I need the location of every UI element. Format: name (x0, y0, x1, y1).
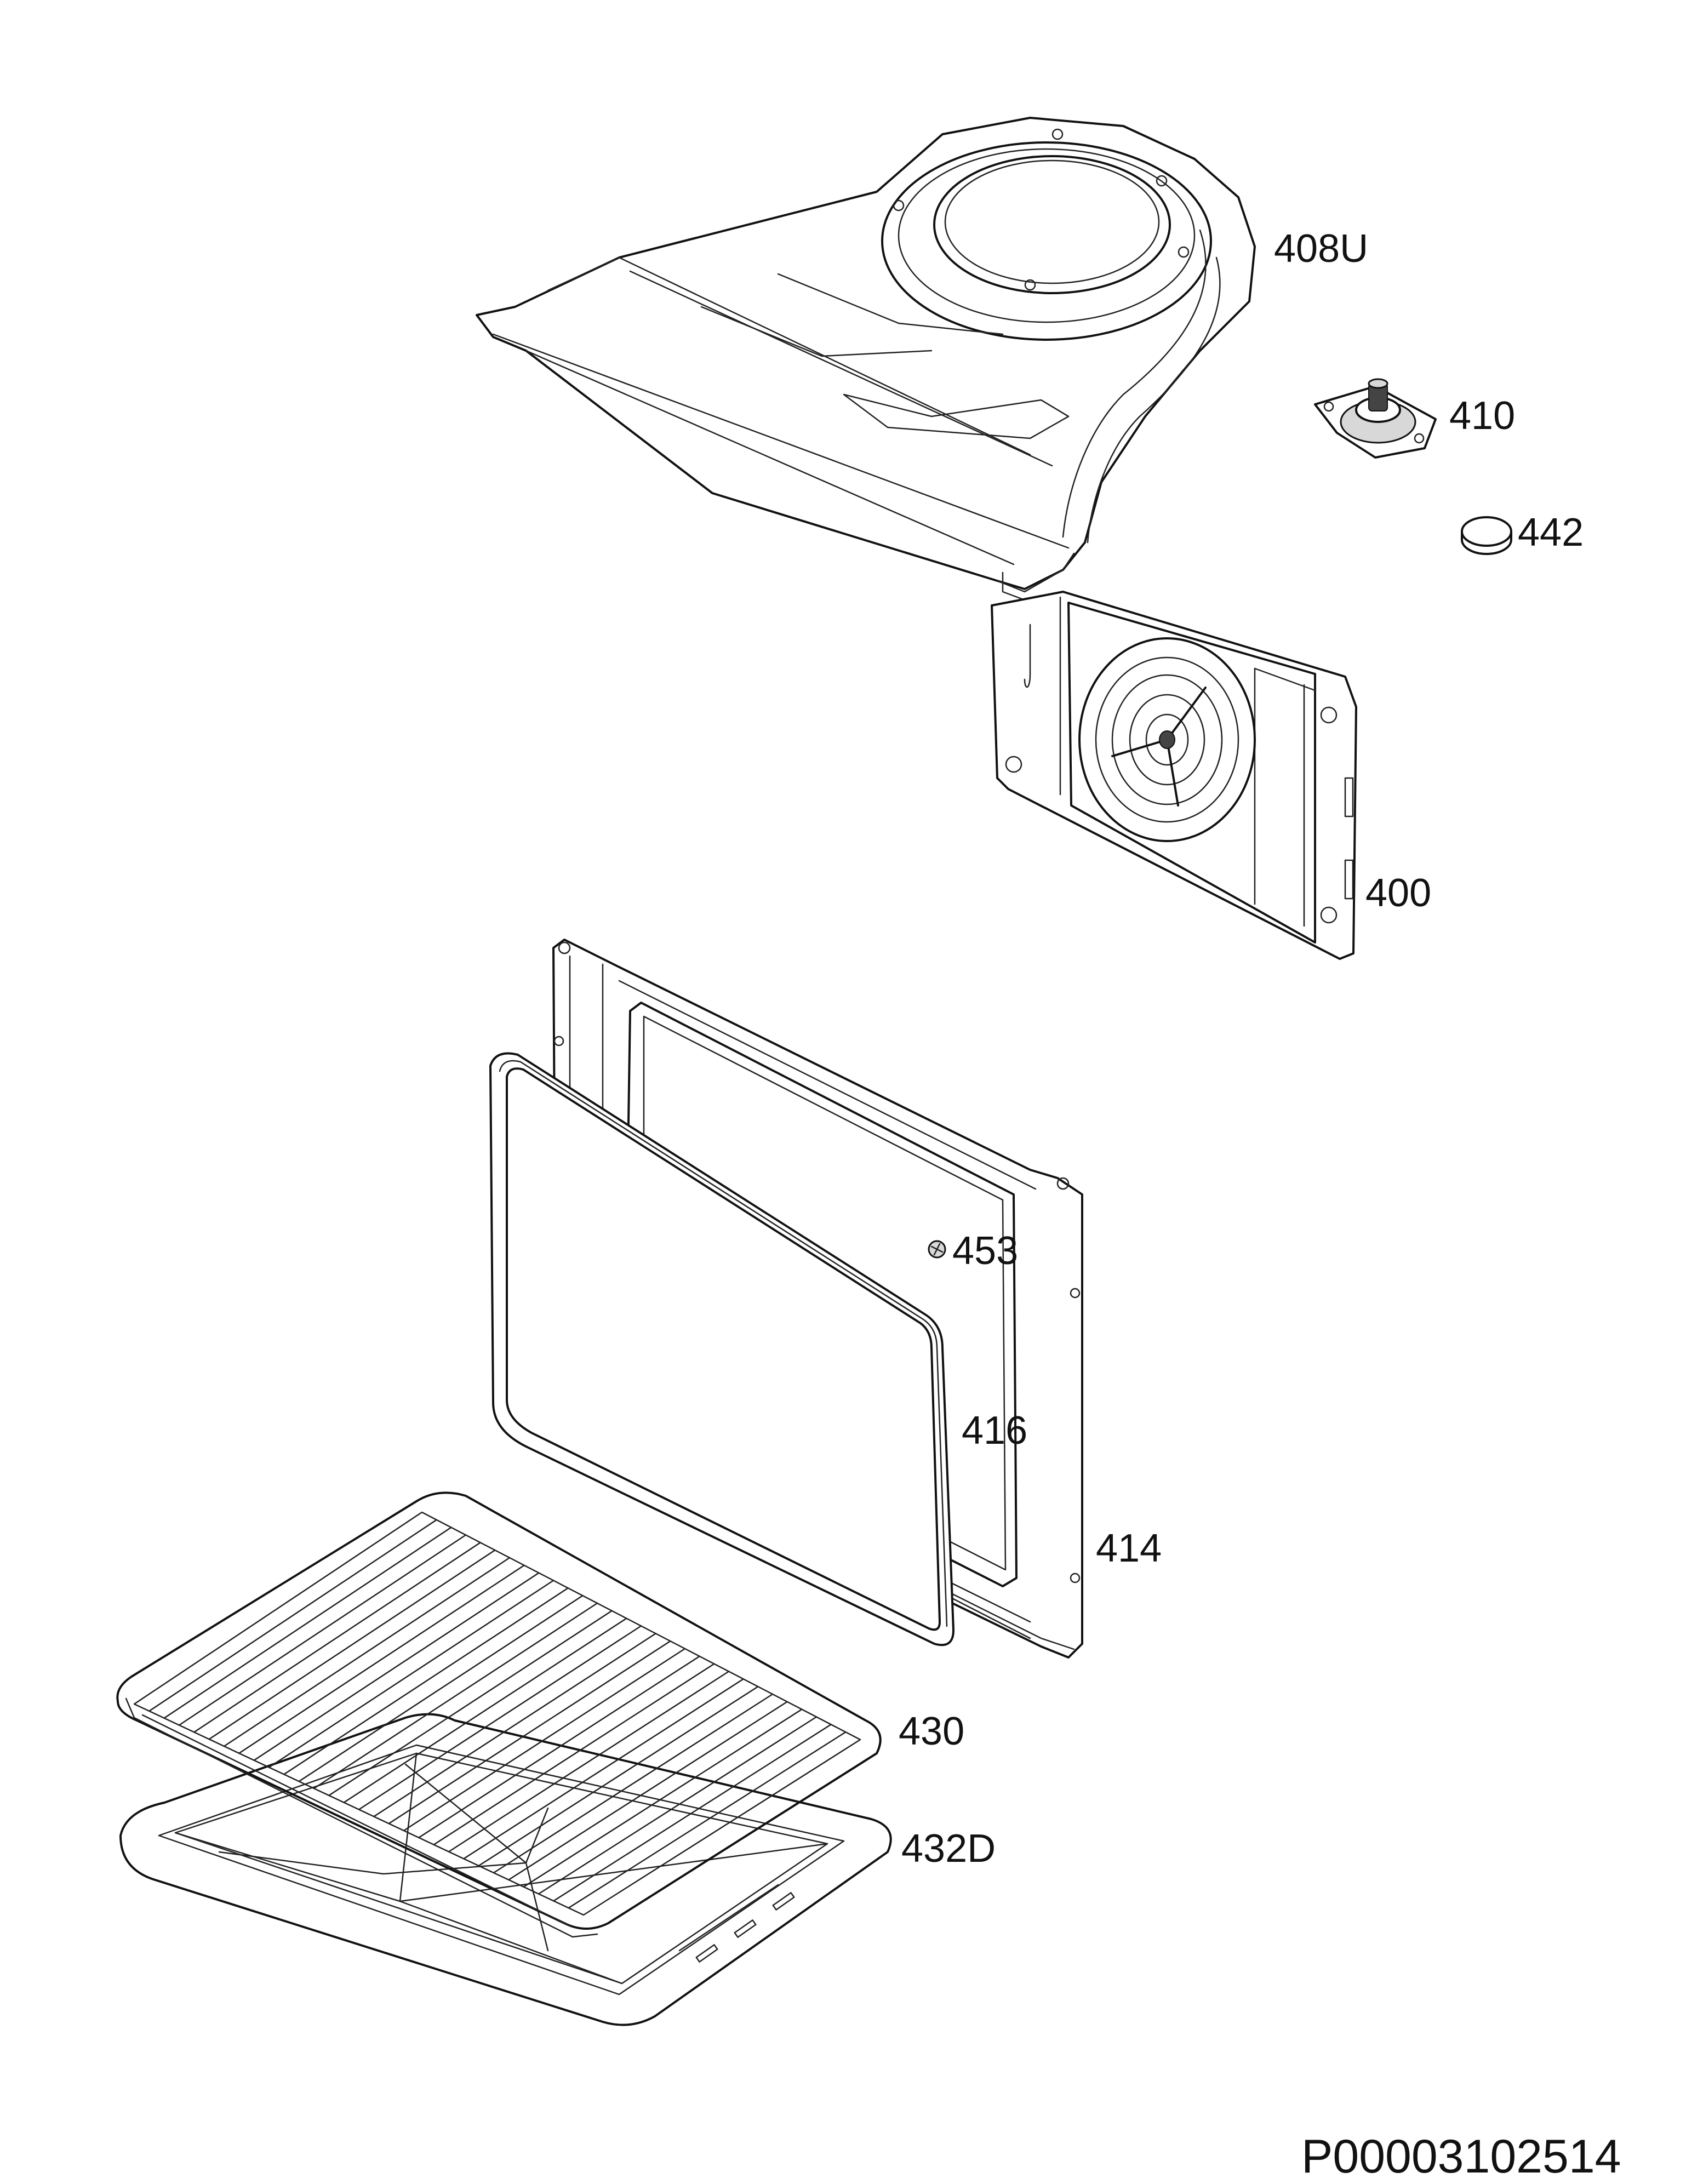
part-430-wire-shelf (116, 1491, 882, 1938)
shelf-rod (418, 1655, 700, 1839)
label-432D: 432D (901, 1827, 996, 1871)
part-416-door-gasket (489, 1052, 955, 1646)
part-410-motor-mount (1314, 378, 1437, 459)
shelf-rod (163, 1526, 452, 1719)
shelf-rod (178, 1534, 467, 1726)
shelf-rod (343, 1617, 627, 1803)
shelf-rod (568, 1731, 847, 1909)
shelf-rod (328, 1610, 613, 1797)
label-442: 442 (1518, 511, 1584, 554)
shelf-rod (373, 1633, 656, 1817)
callout-labels: 408U 410 442 400 453 416 414 430 432D P0… (899, 227, 1621, 2183)
part-453-screw (928, 1240, 946, 1259)
shelf-rod (493, 1693, 774, 1874)
shelf-rod (553, 1724, 832, 1902)
shelf-rod (148, 1519, 437, 1712)
part-408U-fan-duct-cover (476, 117, 1256, 601)
label-414: 414 (1096, 1526, 1162, 1570)
shelf-rod (523, 1708, 803, 1888)
document-id: P00003102514 (1301, 2130, 1621, 2183)
part-442-cap (1461, 516, 1512, 555)
label-430: 430 (899, 1710, 964, 1753)
shelf-rod (358, 1625, 642, 1810)
label-453: 453 (952, 1229, 1018, 1273)
shelf-rod (403, 1648, 686, 1832)
label-400: 400 (1365, 871, 1431, 915)
shelf-rod (313, 1602, 598, 1789)
shelf-rod (538, 1716, 818, 1895)
shelf-rod (208, 1549, 496, 1740)
shelf-rod (298, 1594, 584, 1782)
shelf-rod (433, 1663, 715, 1845)
label-410: 410 (1449, 394, 1515, 438)
shelf-rod (238, 1564, 525, 1754)
shelf-rod (283, 1587, 569, 1775)
part-400-rear-panel-fan (991, 591, 1357, 960)
label-408U: 408U (1274, 227, 1368, 271)
shelf-rod (463, 1678, 744, 1860)
shelf-rod (253, 1572, 540, 1761)
shelf-rod (508, 1701, 788, 1881)
shelf-rod (223, 1557, 511, 1747)
shelf-rod (478, 1685, 759, 1867)
shelf-rod (388, 1640, 671, 1825)
shelf-rod (268, 1580, 555, 1768)
label-416: 416 (962, 1409, 1027, 1453)
shelf-rod (448, 1671, 730, 1853)
shelf-rod (193, 1542, 481, 1733)
